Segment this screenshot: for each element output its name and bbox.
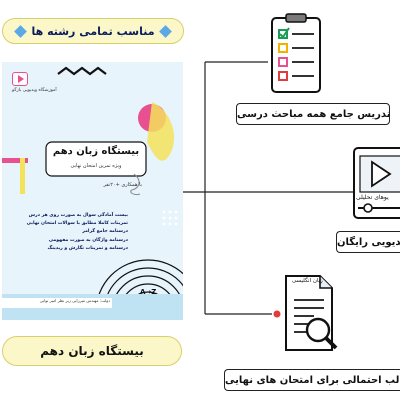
checklist-icon — [271, 13, 321, 93]
scribble-decoration — [130, 173, 141, 195]
top-badge-text: مناسب تمامی رشته ها — [31, 24, 155, 38]
az-logo: A→Z — [140, 288, 157, 296]
list-item: تمرینات کاملا مطابق با سوالات امتحان نها… — [26, 221, 128, 227]
list-item: درسنامه و تمرینات نگارش و ریدینگ — [47, 245, 129, 251]
bottom-title-badge: بیستگاه زبان دهم — [2, 336, 182, 366]
feature-video[interactable]: یوهای تحلیلی — [352, 146, 400, 222]
video-player-icon — [353, 147, 400, 219]
brand-name: آموزشگاه ویدیویی بازگو — [12, 88, 57, 93]
cover-edition: با همکاری +۲۰نفر — [103, 182, 143, 188]
feature-document[interactable]: زبان انگلیسی — [272, 272, 342, 354]
video-icon-text: یوهای تحلیلی — [356, 194, 389, 201]
cover-title: بیستگاه زبان دهم — [52, 146, 140, 157]
cover-subtitle: ویژه تمرین امتحان نهایی — [70, 163, 122, 169]
yellow-stroke-decoration — [20, 158, 25, 194]
cover-authors: دولت: مهندس میرزایی زیر نظر امیر نوایی — [39, 298, 110, 303]
feature-label-teaching: تدریس جامع همه مباحث درسی — [236, 103, 390, 125]
list-item: بیست آمادگی سوال به صورت روی هر درس — [28, 213, 128, 218]
yellow-blob-decoration — [147, 102, 175, 161]
dot-grid-decoration — [162, 210, 178, 226]
magnifier-document-icon — [273, 275, 338, 351]
feature-checklist[interactable] — [268, 12, 324, 96]
top-category-badge: مناسب تمامی رشته ها — [2, 18, 184, 44]
book-cover[interactable]: آموزشگاه ویدیویی بازگو بیستگاه زبان دهم … — [2, 62, 183, 320]
list-item: درسنامه واژگان به صورت مفهومی — [48, 237, 128, 243]
play-icon — [12, 72, 28, 86]
feature-label-video: ه ویدیویی رایگان — [336, 231, 400, 253]
document-icon-text: زبان انگلیسی — [292, 278, 323, 284]
list-item: درسنامه جامع گرامر — [82, 229, 128, 235]
pink-stroke-decoration — [2, 158, 28, 163]
bottom-badge-text: بیستگاه زبان دهم — [40, 344, 144, 358]
cover-bullet-list: بیست آمادگی سوال به صورت روی هر درس تمری… — [8, 212, 128, 253]
zigzag-decoration — [57, 66, 107, 76]
feature-label-exam: ش مطالب احتمالی برای امتحان های نهایی — [224, 369, 400, 391]
